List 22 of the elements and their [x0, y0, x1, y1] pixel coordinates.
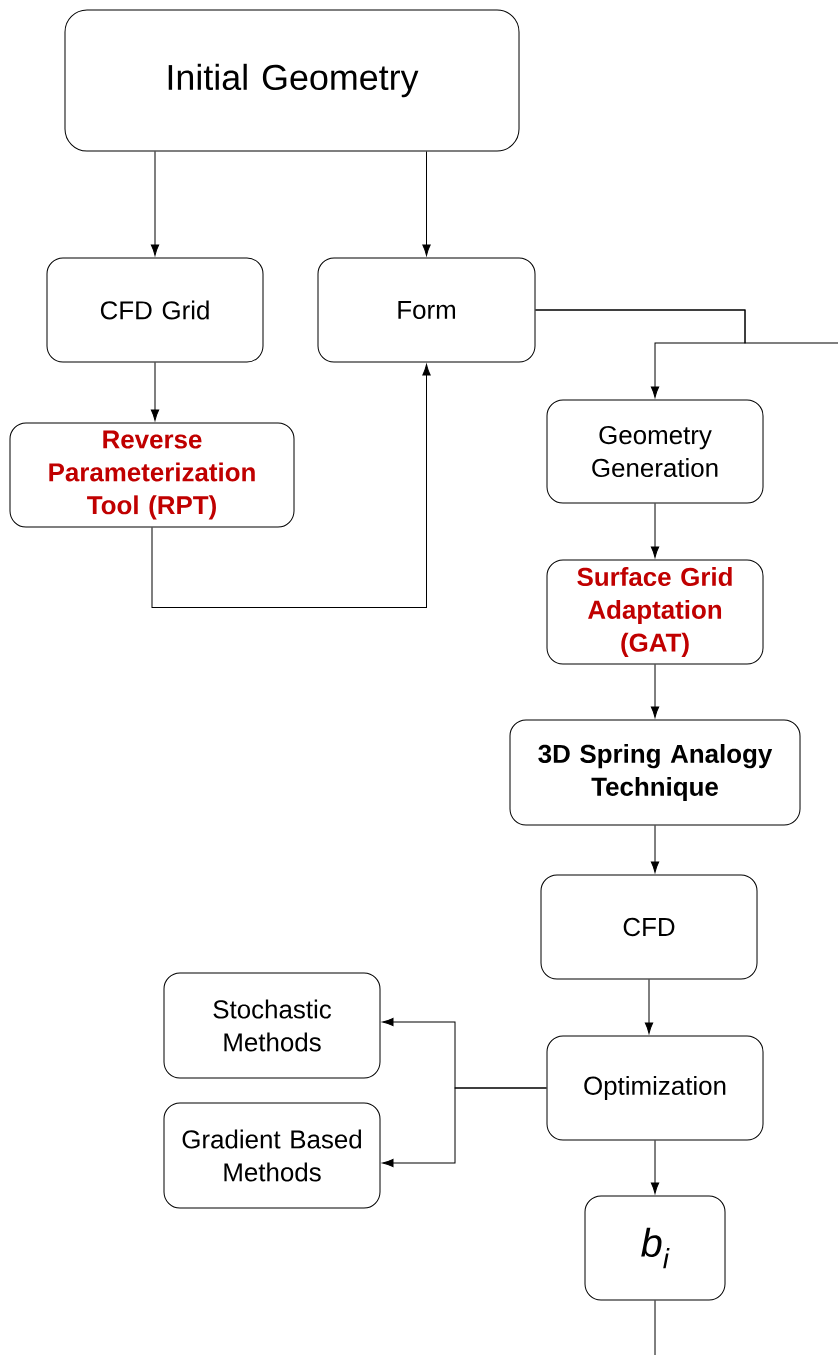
arrow: [150, 362, 160, 421]
arrow: [650, 664, 660, 718]
arrow: [650, 825, 660, 873]
process-box: Stochastic Methods: [163, 972, 381, 1079]
process-box: Reverse Parameterization Tool (RPT): [9, 422, 295, 528]
arrow: [644, 979, 654, 1034]
arrow: [650, 1140, 660, 1194]
arrow: [151, 364, 431, 608]
process-box: b$_{i}$: [584, 1195, 726, 1301]
process-box: Initial Geometry: [64, 9, 520, 152]
arrow: [382, 1087, 547, 1168]
process-box: Geometry Generation: [546, 399, 764, 504]
process-box: Gradient Based Methods: [163, 1102, 381, 1209]
arrow: [650, 503, 660, 558]
process-box: 3D Spring Analogy Technique: [509, 719, 801, 826]
process-box: Optimization: [546, 1035, 764, 1141]
process-box: CFD Grid: [46, 257, 264, 363]
process-box: Surface Grid Adaptation (GAT): [546, 559, 764, 665]
process-box: CFD: [540, 874, 758, 980]
arrow: [422, 151, 431, 256]
process-box: Form: [317, 257, 536, 363]
arrow: [150, 151, 160, 256]
